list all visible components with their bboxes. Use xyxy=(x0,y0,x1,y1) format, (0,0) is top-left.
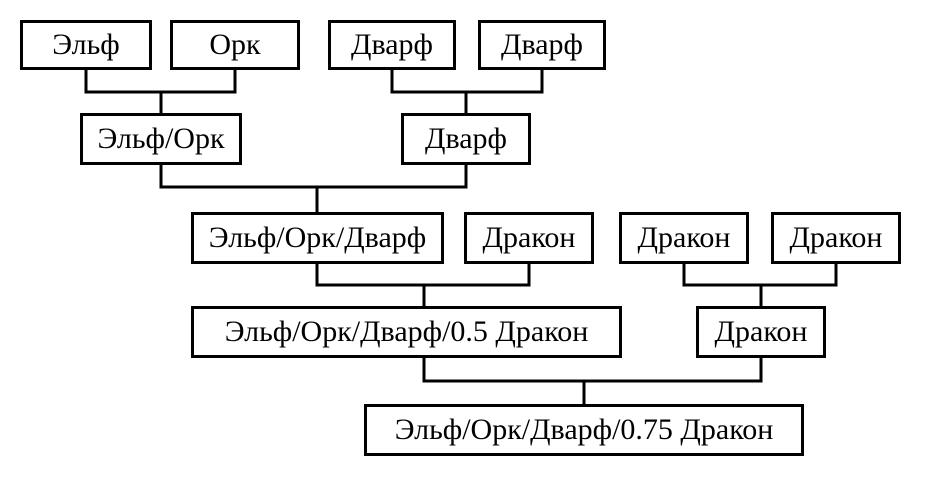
connector-dwarf-dwarf xyxy=(390,68,544,115)
node-label: Орк xyxy=(209,28,261,61)
node-label: Дракон xyxy=(482,221,576,254)
node-elf-orc-dwarf-half-dragon: Эльф/Орк/Дварф/0.5 Дракон xyxy=(191,306,622,358)
node-dragon-3: Дракон xyxy=(771,212,901,264)
node-label: Дракон xyxy=(637,221,731,254)
connector-half-dragon xyxy=(422,356,763,406)
node-label: Эльф xyxy=(52,28,120,61)
node-dwarf-1: Дварф xyxy=(328,20,456,70)
node-label: Дварф xyxy=(501,28,583,61)
node-label: Дракон xyxy=(714,315,808,348)
node-orc: Орк xyxy=(170,20,300,70)
node-label: Дварф xyxy=(425,122,507,155)
node-elf-orc-dwarf-three-quarter-dragon: Эльф/Орк/Дварф/0.75 Дракон xyxy=(364,404,804,456)
node-elf-orc: Эльф/Орк xyxy=(80,113,242,165)
node-label: Эльф/Орк/Дварф xyxy=(208,221,427,254)
connector-elforc-dwarf xyxy=(159,163,468,214)
node-dragon-2: Дракон xyxy=(619,212,749,264)
node-elf: Эльф xyxy=(20,20,152,70)
node-label: Дварф xyxy=(351,28,433,61)
connector-dragon-dragon xyxy=(682,262,838,308)
node-dragon-4: Дракон xyxy=(696,306,826,358)
node-label: Эльф/Орк/Дварф/0.5 Дракон xyxy=(224,315,589,348)
node-dragon-1: Дракон xyxy=(464,212,594,264)
node-label: Дракон xyxy=(789,221,883,254)
node-label: Эльф/Орк/Дварф/0.75 Дракон xyxy=(394,413,774,446)
connector-elforcdwarf-dragon xyxy=(315,262,531,308)
node-dwarf-3: Дварф xyxy=(401,113,531,165)
node-dwarf-2: Дварф xyxy=(478,20,606,70)
node-elf-orc-dwarf: Эльф/Орк/Дварф xyxy=(191,212,444,264)
node-label: Эльф/Орк xyxy=(97,122,225,155)
connector-elf-orc xyxy=(84,68,237,115)
